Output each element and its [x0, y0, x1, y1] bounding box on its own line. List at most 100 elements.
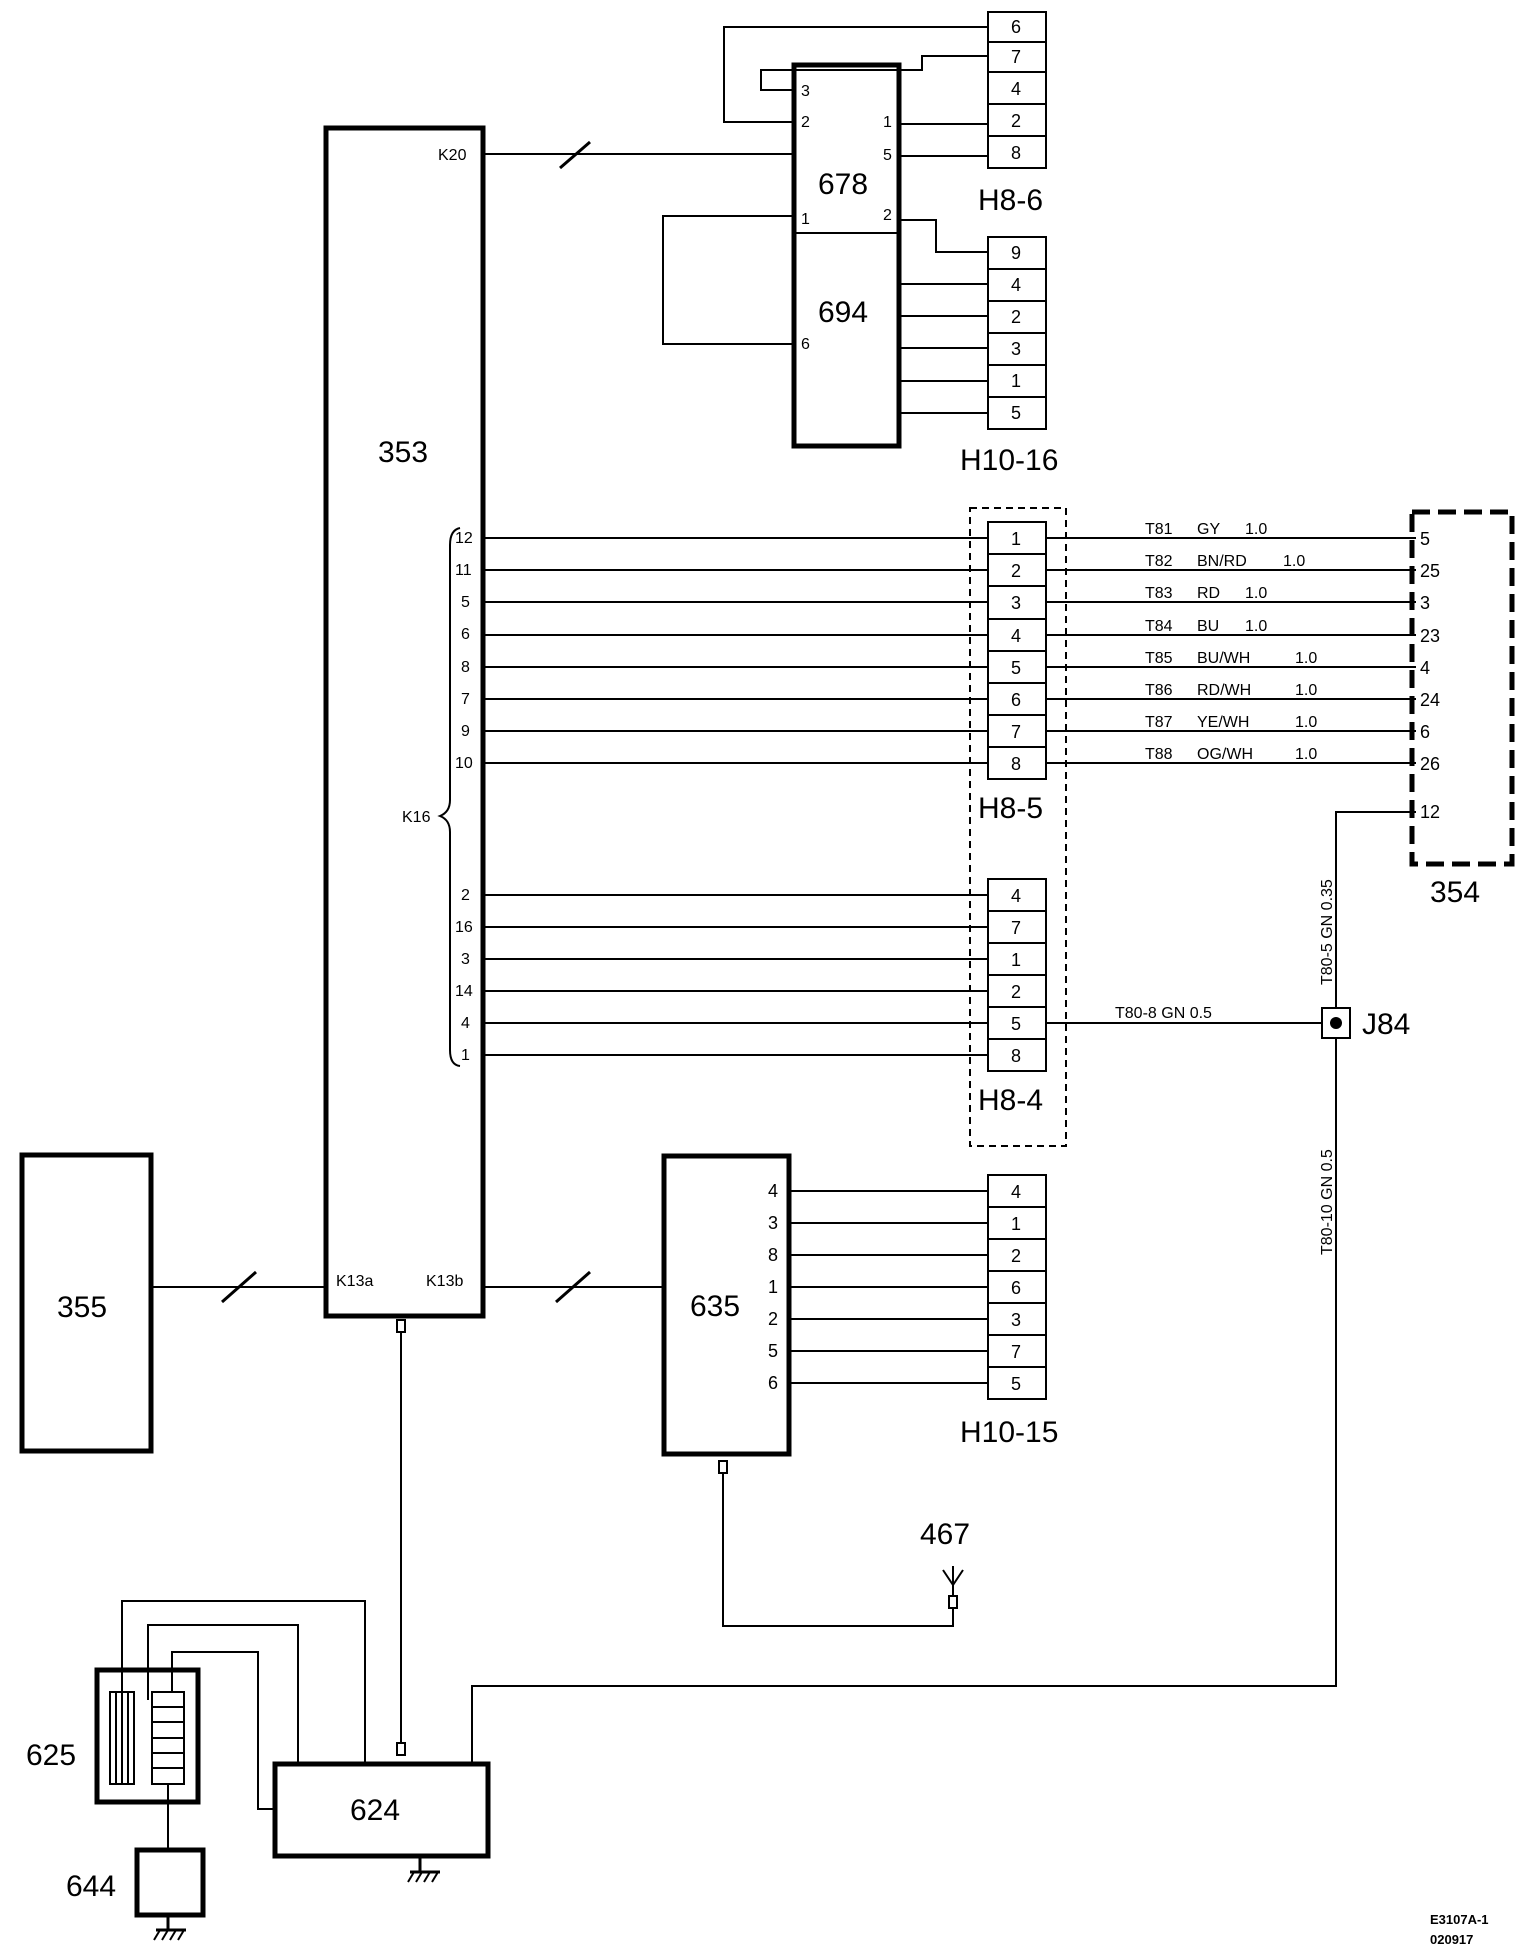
- k16-pin: 1: [461, 1047, 470, 1064]
- wire-id: T87: [1145, 714, 1173, 731]
- component-644-label: 644: [66, 1870, 116, 1903]
- wire-label: T82 BN/RD 1.0: [1145, 553, 1305, 570]
- pin-678-3: 3: [801, 83, 810, 100]
- connector-pin: 7: [1011, 1342, 1021, 1362]
- wire-label: T88 OG/WH 1.0: [1145, 746, 1317, 763]
- connector-h10-15-pin-cell: [987, 1174, 1047, 1208]
- wire-size: 1.0: [1295, 746, 1317, 763]
- k16-pin: 4: [461, 1015, 470, 1032]
- connector-pin: 5: [1011, 1374, 1021, 1394]
- wire-color: OG/WH: [1197, 746, 1253, 763]
- k16-pin: 6: [461, 626, 470, 643]
- component-354: [1409, 509, 1515, 867]
- connector-pin: 2: [1011, 561, 1021, 581]
- wire-id: T85: [1145, 650, 1173, 667]
- pin-635: 4: [768, 1181, 778, 1201]
- connector-h10-16: 9 4 2 3 1 5 H10-16: [960, 236, 1058, 477]
- component-625-label: 625: [26, 1739, 76, 1772]
- connector-h8-6-pin-cell: [987, 11, 1047, 43]
- connector-pin: 3: [1011, 339, 1021, 359]
- wire-678-2-h10-16-9: [899, 219, 988, 253]
- connector-h8-4-pin-cell: [987, 1038, 1047, 1072]
- pin-635: 2: [768, 1309, 778, 1329]
- connector-pin: 2: [1011, 307, 1021, 327]
- wire-color: RD/WH: [1197, 682, 1251, 699]
- wire-label-t80-5: T80-5 GN 0.35: [1319, 879, 1336, 985]
- connector-h10-16-pin-cell: [987, 396, 1047, 430]
- wire-size: 1.0: [1245, 618, 1267, 635]
- connector-pin: 6: [1011, 1278, 1021, 1298]
- k16-pin: 11: [455, 562, 472, 579]
- splice-j84-label: J84: [1362, 1008, 1410, 1041]
- connector-pin: 3: [1011, 1310, 1021, 1330]
- connector-h8-4: 4 7 1 2 5 8 H8-4: [978, 878, 1047, 1117]
- pin-354: 25: [1420, 561, 1440, 581]
- connector-pin: 4: [1011, 626, 1021, 646]
- component-624: [272, 1761, 491, 1859]
- connector-h8-6: 6 7 4 2 8 H8-6: [978, 11, 1047, 217]
- connector-pin: 4: [1011, 1182, 1021, 1202]
- connector-h8-4-pin-cell: [987, 942, 1047, 976]
- connector-h8-5-label: H8-5: [978, 792, 1043, 825]
- component-353-label: 353: [378, 436, 428, 469]
- connector-h10-16-pin-cell: [987, 364, 1047, 398]
- connector-pin: 1: [1011, 1214, 1021, 1234]
- pin-694-6: 6: [801, 336, 810, 353]
- k16-pin: 3: [461, 951, 470, 968]
- connector-h8-5-pin-cell: [987, 714, 1047, 748]
- k16-pin: 7: [461, 691, 470, 708]
- pin-k13b: K13b: [426, 1273, 463, 1290]
- connector-h10-16-label: H10-16: [960, 444, 1058, 477]
- wire-labels-t81-t88: T81 GY 1.0 T82 BN/RD 1.0 T83 RD 1.0 T84 …: [1145, 521, 1317, 763]
- splice-j84: [1321, 1007, 1351, 1039]
- ground-icon: [407, 1856, 440, 1883]
- component-624-label: 624: [350, 1794, 400, 1827]
- connector-pin: 4: [1011, 275, 1021, 295]
- connector-pin: 8: [1011, 143, 1021, 163]
- component-635-pins: 4 3 8 1 2 5 6: [768, 1181, 778, 1393]
- wires-635-to-h10-15: [789, 1190, 988, 1384]
- wire-label-t80-10: T80-10 GN 0.5: [1319, 1149, 1336, 1255]
- k16-pin: 16: [455, 919, 473, 936]
- component-625-striped-element: [109, 1691, 135, 1785]
- connector-pin: 2: [1011, 982, 1021, 1002]
- connector-pin: 2: [1011, 1246, 1021, 1266]
- connector-h8-6-pin-cell: [987, 135, 1047, 169]
- wire-id: T86: [1145, 682, 1173, 699]
- connector-pin: 1: [1011, 950, 1021, 970]
- wire-size: 1.0: [1245, 585, 1267, 602]
- wire-size: 1.0: [1283, 553, 1305, 570]
- component-355: [19, 1152, 154, 1454]
- wire-678-pin3-loop: [760, 55, 988, 91]
- bus-slash: [559, 140, 591, 170]
- drawing-code: E3107A-1: [1430, 1912, 1489, 1927]
- connector-h8-5-pin-cell: [987, 553, 1047, 587]
- splice-j84-dot: [1330, 1017, 1342, 1029]
- pin-354: 12: [1420, 802, 1440, 822]
- k16-pin: 2: [461, 887, 470, 904]
- k16-pin: 10: [455, 755, 473, 772]
- connector-h10-16-pin-cell: [987, 268, 1047, 302]
- connector-pin: 5: [1011, 403, 1021, 423]
- wire-color: RD: [1197, 585, 1220, 602]
- connector-h8-4-pin-cell: [987, 1006, 1047, 1040]
- connector-pin: 7: [1011, 918, 1021, 938]
- component-678-label: 678: [818, 168, 868, 201]
- connector-h10-15-label: H10-15: [960, 1416, 1058, 1449]
- pin-678-1-left: 1: [801, 211, 810, 228]
- wire-label: T87 YE/WH 1.0: [1145, 714, 1317, 731]
- connector-h8-5-pin-cell: [987, 618, 1047, 652]
- connector-pin: 2: [1011, 111, 1021, 131]
- pin-678-1-right: 1: [883, 114, 892, 131]
- wire-t80-5: [1335, 811, 1416, 1023]
- connector-pin: 8: [1011, 754, 1021, 774]
- connector-h8-6-label: H8-6: [978, 184, 1043, 217]
- connector-pin: 5: [1011, 1014, 1021, 1034]
- connector-h8-4-pin-cell: [987, 910, 1047, 944]
- terminal: [948, 1595, 958, 1609]
- connector-h10-15-pin-cell: [987, 1238, 1047, 1272]
- k16-pin: 12: [455, 530, 473, 547]
- wire-label-t80-8: T80-8 GN 0.5: [1115, 1005, 1212, 1022]
- wire-t80-10: [471, 1023, 1337, 1764]
